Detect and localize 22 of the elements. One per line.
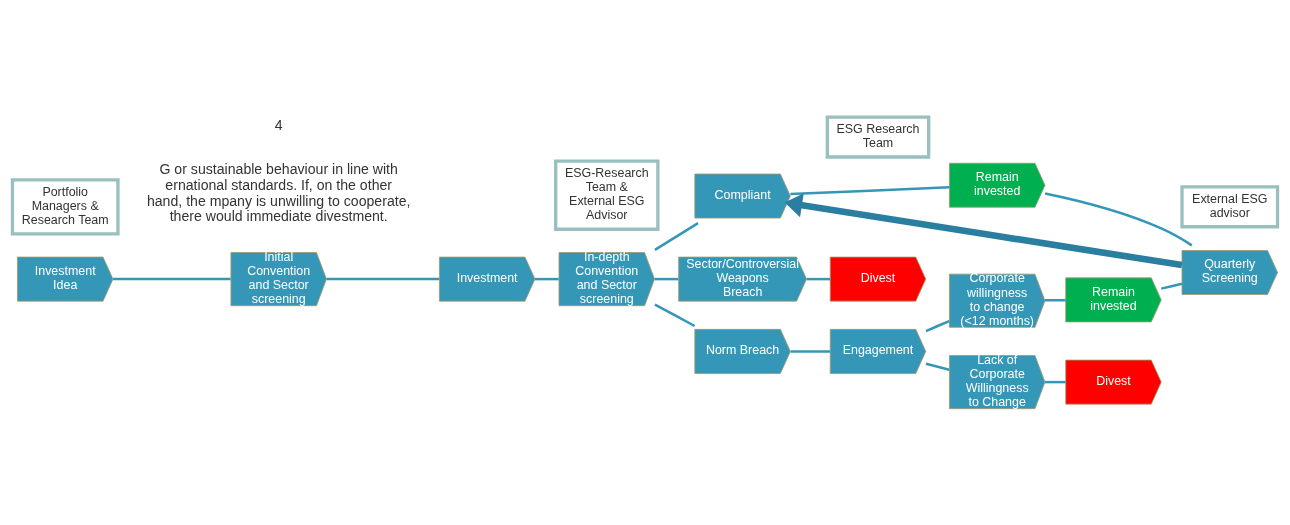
label: G or sustainable behaviour in line with ernational standards. If, on the other hand, the mpany is unwilling to cooperate, there would immediate divestment. (146, 161, 411, 225)
node-box: ESG Research Team (825, 115, 931, 159)
connector (1045, 380, 1066, 384)
node-box: Portfolio Managers & Research Team (10, 178, 120, 236)
connector (1044, 298, 1066, 302)
connector (806, 277, 831, 281)
connector (1160, 282, 1183, 290)
node-box: External ESG advisor (1180, 185, 1280, 229)
arrow (784, 193, 1183, 269)
connector (113, 277, 231, 281)
connector (790, 186, 950, 196)
connector (534, 277, 559, 281)
connector (654, 222, 699, 251)
connector (925, 362, 950, 371)
connector (326, 277, 440, 281)
node-box: ESG-Research Team & External ESG Advisor (554, 159, 660, 231)
connector (790, 350, 831, 353)
connector (654, 277, 679, 281)
connector (1044, 192, 1193, 247)
connector (925, 319, 950, 333)
connector (654, 303, 696, 328)
label: 4 (274, 116, 283, 133)
